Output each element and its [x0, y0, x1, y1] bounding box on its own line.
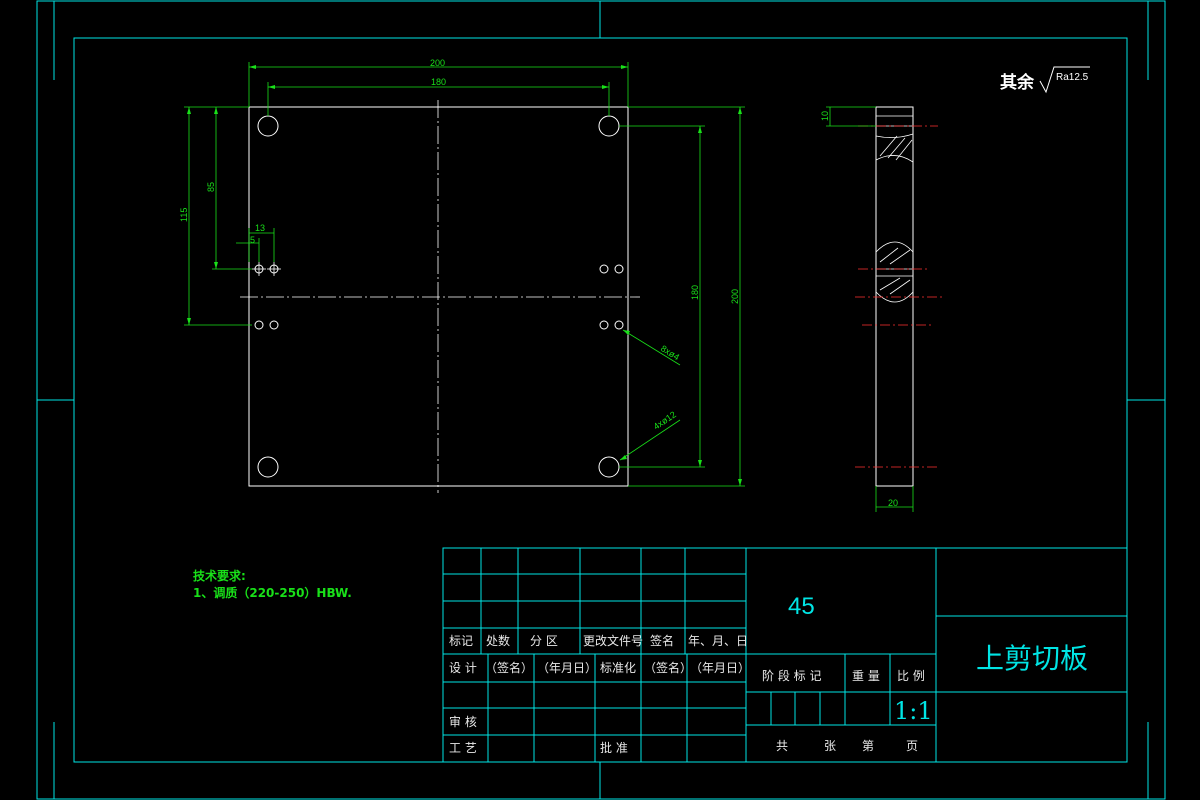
dim-v-115: 115 [179, 208, 189, 222]
technical-requirements: 技术要求: 1、调质（220-250）HBW. [193, 568, 352, 600]
sheet-unit-label: 张 [824, 739, 836, 753]
roughness-value: Ra12.5 [1056, 72, 1089, 83]
standardization-date: （年月日） [690, 661, 750, 675]
corner-hole [257, 456, 279, 478]
dim-h-13: 13 [255, 223, 265, 233]
tech-req-item: 1、调质（220-250）HBW. [193, 585, 352, 600]
dim-height-holes: 180 [690, 285, 700, 300]
sheet-no-label: 第 [862, 739, 874, 753]
section-hatch [875, 133, 914, 303]
title-block-text: 标记 处数 分 区 更改文件号 签名 年、月、日 设 计 （签名） （年月日） … [449, 593, 1088, 755]
process-label: 工 艺 [449, 741, 477, 755]
dim-width-outer: 200 [430, 58, 445, 68]
dim-width-holes: 180 [431, 77, 446, 87]
corner-hole [598, 115, 620, 137]
side-view: 10 20 [820, 106, 942, 512]
hdr-zone: 分 区 [530, 634, 558, 648]
small-hole [599, 320, 609, 330]
part-name: 上剪切板 [976, 642, 1088, 675]
corner-hole [598, 456, 620, 478]
dim-side-top: 10 [820, 111, 830, 121]
scale-label: 比 例 [897, 669, 925, 683]
roughness-symbol-icon [1039, 66, 1090, 94]
roughness-label: 其余 [1000, 72, 1035, 93]
review-label: 审 核 [449, 714, 477, 729]
dim-h-5: 5 [250, 235, 255, 245]
dim-v-85: 85 [206, 182, 216, 192]
weight-label: 重 量 [852, 669, 880, 683]
dim-side-thickness: 20 [888, 498, 898, 508]
sheet-total-label: 共 [776, 739, 788, 753]
standardization-label: 标准化 [600, 661, 636, 675]
dimension-arrows [187, 65, 742, 486]
dim-small-holes: 8xø4 [659, 343, 681, 362]
hdr-date: 年、月、日 [688, 634, 748, 648]
small-hole [269, 320, 279, 330]
front-view: 200 180 200 180 115 85 13 5 8xø4 4xø12 [179, 58, 745, 493]
design-date: （年月日） [537, 661, 597, 675]
surface-roughness-note: 其余 Ra12.5 [1000, 66, 1090, 94]
design-sign: （签名） [485, 660, 533, 675]
hdr-count: 处数 [486, 633, 510, 648]
stage-mark-label: 阶 段 标 记 [762, 668, 821, 683]
dim-big-holes: 4xø12 [652, 409, 678, 431]
plate-outline [248, 106, 629, 487]
hdr-mark: 标记 [449, 634, 473, 648]
title-block [442, 547, 1128, 763]
scale-value: 1:1 [894, 697, 933, 725]
hdr-sign: 签名 [650, 633, 674, 648]
small-hole [614, 320, 624, 330]
corner-hole [257, 115, 279, 137]
design-label: 设 计 [449, 661, 477, 675]
small-hole [599, 264, 609, 274]
approve-label: 批 准 [600, 740, 628, 755]
standardization-sign: （签名） [644, 660, 692, 675]
tech-req-title: 技术要求: [193, 568, 246, 583]
side-centerlines [855, 125, 942, 468]
small-hole [254, 320, 264, 330]
dim-height-outer: 200 [730, 289, 740, 304]
material-value: 45 [788, 593, 815, 620]
small-hole [614, 264, 624, 274]
side-outline [875, 106, 914, 487]
front-dimensions [184, 62, 745, 487]
sheet-page-label: 页 [906, 739, 918, 753]
hdr-change-doc: 更改文件号 [583, 633, 643, 648]
inner-frame-line [73, 37, 1128, 763]
